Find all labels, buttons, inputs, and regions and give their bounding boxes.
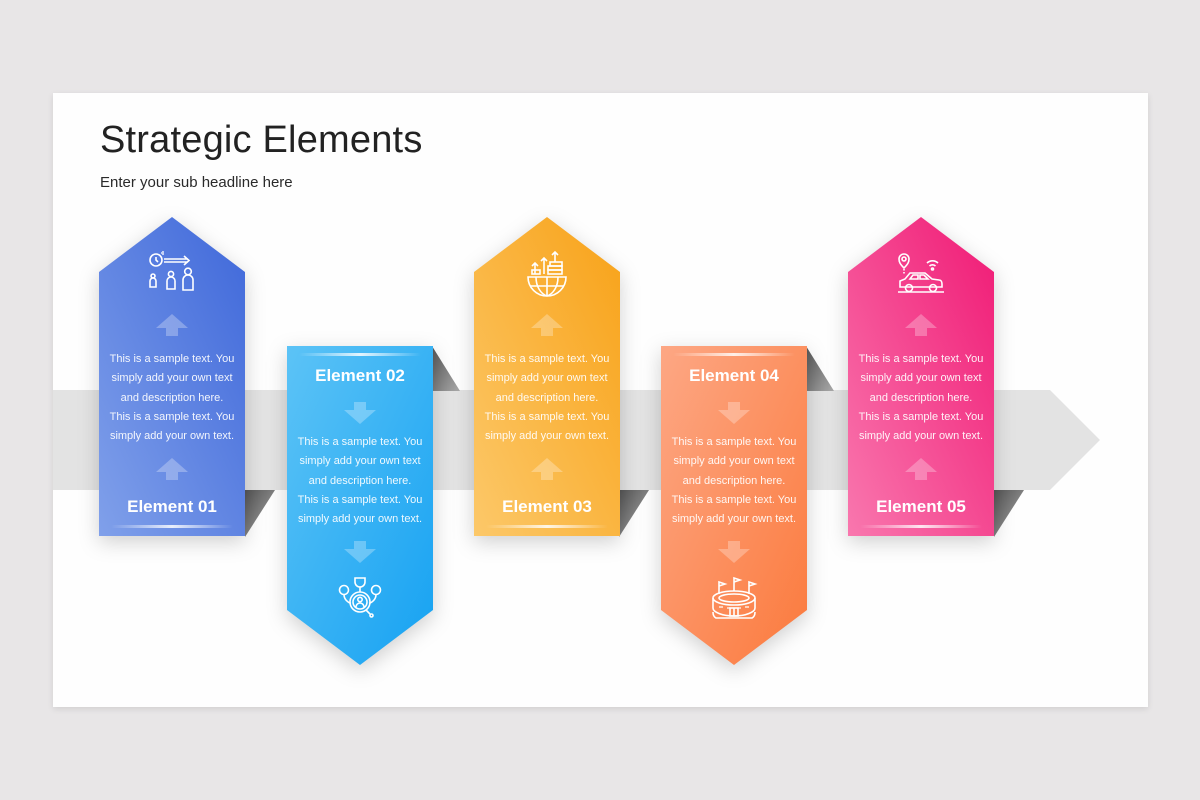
fold-shadow-03 [619, 490, 649, 537]
chevron-up-icon [531, 458, 563, 480]
card-shape [474, 217, 620, 536]
card-shape [848, 217, 994, 536]
chevron-down-icon [344, 402, 376, 424]
element-label: Element 04 [689, 366, 779, 385]
chevron-up-icon [156, 314, 188, 336]
chevron-down-icon [344, 541, 376, 563]
global-growth-icon [527, 250, 567, 297]
fold-shadow-02 [432, 346, 460, 391]
element-label: Element 03 [502, 497, 592, 516]
chevron-up-icon [156, 458, 188, 480]
fold-shadow-01 [245, 490, 275, 537]
people-search-icon [338, 577, 382, 618]
label-underline [860, 525, 982, 528]
stadium-icon [712, 576, 758, 619]
label-underline [673, 353, 795, 356]
slide-subtitle: Enter your sub headline here [100, 174, 293, 191]
slide: Strategic Elements Enter your sub headli… [53, 93, 1148, 707]
chevron-up-icon [531, 314, 563, 336]
chevron-down-icon [718, 402, 750, 424]
card-shape [287, 346, 433, 665]
connected-car-icon [898, 253, 944, 293]
chevron-up-icon [905, 458, 937, 480]
fold-shadow-04 [806, 346, 834, 391]
label-underline [111, 525, 233, 528]
label-underline [486, 525, 608, 528]
chevron-down-icon [718, 541, 750, 563]
element-label: Element 01 [127, 497, 217, 516]
time-management-people-icon [149, 251, 194, 291]
slide-title: Strategic Elements [100, 119, 423, 161]
card-shape [661, 346, 807, 665]
label-underline [299, 353, 421, 356]
chevron-up-icon [905, 314, 937, 336]
element-label: Element 05 [876, 497, 966, 516]
card-shape [99, 217, 245, 536]
fold-shadow-05 [994, 490, 1024, 537]
element-label: Element 02 [315, 366, 405, 385]
